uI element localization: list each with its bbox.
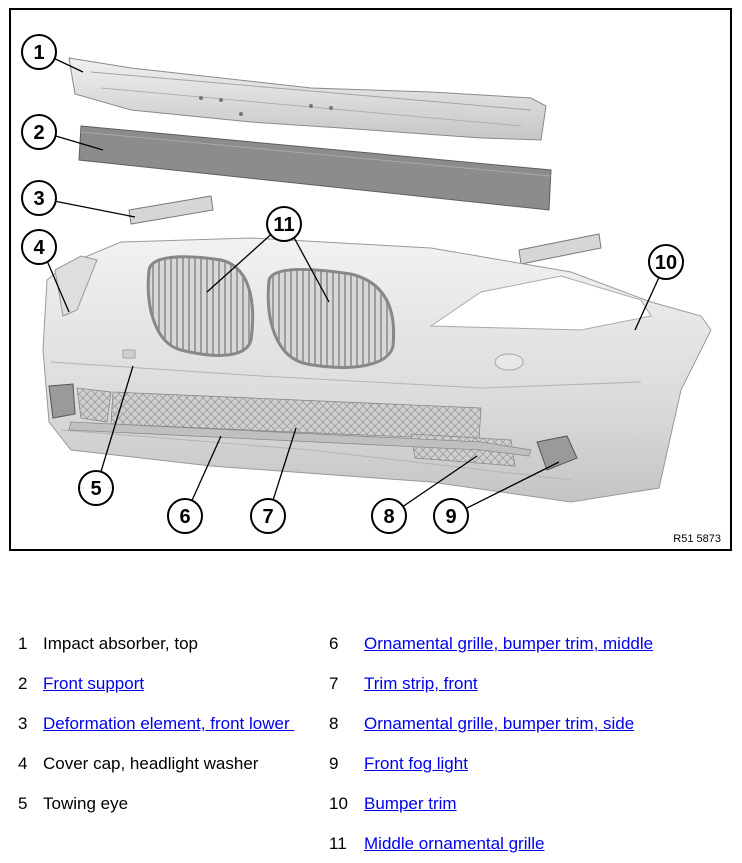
callout-8: 8 [371,498,407,534]
callout-7: 7 [250,498,286,534]
svg-text:2: 2 [33,122,44,144]
legend-number: 8 [329,714,339,733]
ornamental-grille-middle-link[interactable]: Ornamental grille, bumper trim, middle [364,634,654,653]
callout-5: 5 [78,470,114,506]
legend-number: 9 [329,754,339,773]
svg-text:4: 4 [33,237,45,259]
parts-illustration: 1 2 3 4 5 6 7 8 [21,34,721,545]
front-support-link[interactable]: Front support [43,674,145,693]
trim-strip-front-link[interactable]: Trim strip, front [364,674,478,693]
lower-grilles-part [68,387,532,467]
deformation-element-link[interactable]: Deformation element, front lower [43,714,295,733]
impact-absorber-top-part [68,57,547,141]
legend-number: 6 [329,634,339,653]
legend-label: Impact absorber, top [43,634,198,653]
callout-6: 6 [167,498,203,534]
legend-number: 2 [18,674,28,693]
legend-number: 1 [18,634,28,653]
legend-number: 4 [18,754,28,773]
svg-text:6: 6 [179,506,190,528]
callout-1: 1 [21,34,57,70]
legend-number: 10 [329,794,348,813]
svg-text:11: 11 [273,214,294,236]
svg-text:8: 8 [383,506,394,528]
deformation-element-part [128,195,602,265]
legend-number: 5 [18,794,28,813]
bumper-trim-part [42,237,712,503]
legend-number: 11 [329,834,347,853]
callout-10: 10 [648,244,684,280]
svg-text:9: 9 [445,506,456,528]
svg-text:5: 5 [90,478,101,500]
legend-label: Towing eye [43,794,129,813]
svg-text:10: 10 [655,252,677,274]
middle-ornamental-grille-part [146,255,396,369]
callout-9: 9 [433,498,469,534]
legend-label: Cover cap, headlight washer [43,754,259,773]
middle-ornamental-grille-link[interactable]: Middle ornamental grille [364,834,545,853]
ornamental-grille-side-link[interactable]: Ornamental grille, bumper trim, side [364,714,635,733]
front-fog-light-part [48,383,578,471]
legend-number: 7 [329,674,339,693]
svg-text:7: 7 [262,506,273,528]
callout-3: 3 [21,180,57,216]
exploded-parts-diagram: 1 2 3 4 5 6 7 8 [9,8,732,551]
front-fog-light-link[interactable]: Front fog light [364,754,468,773]
legend-number: 3 [18,714,28,733]
reference-code: R51 5873 [673,533,721,545]
front-support-part [78,125,552,211]
svg-text:1: 1 [33,42,44,64]
svg-text:3: 3 [33,188,44,210]
bumper-trim-link[interactable]: Bumper trim [364,794,457,813]
callout-11: 11 [266,206,302,242]
callout-2: 2 [21,114,57,150]
callout-4: 4 [21,229,57,265]
